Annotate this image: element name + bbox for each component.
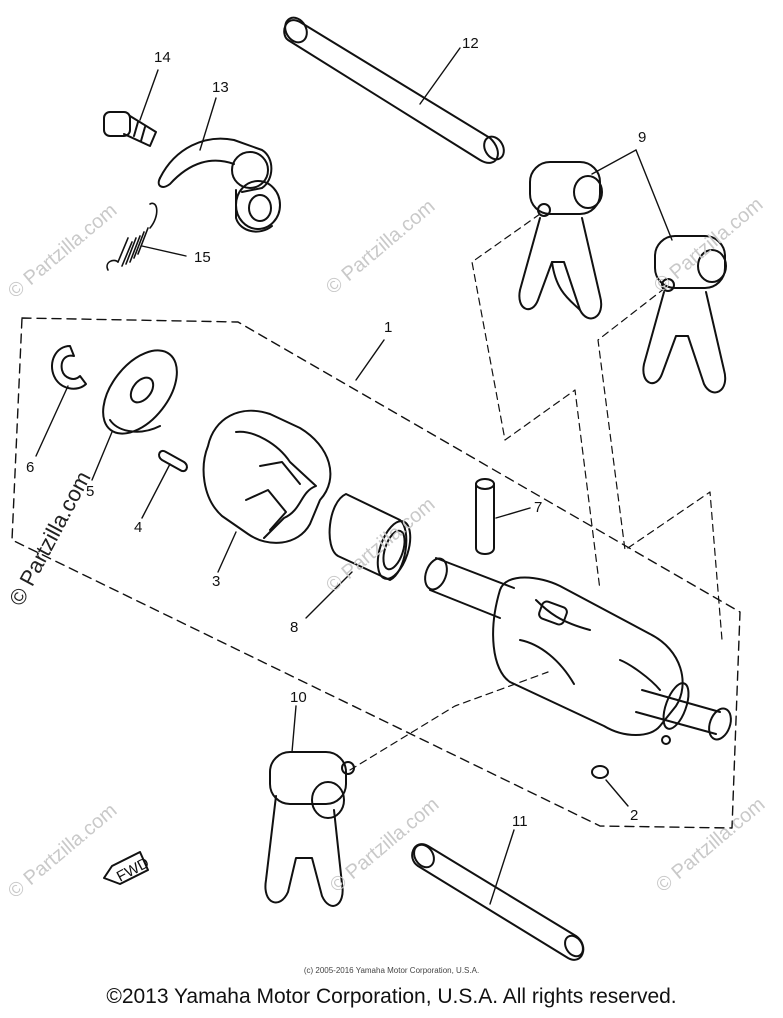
callout-4: 4 (134, 519, 142, 536)
shift-fork-9b (642, 235, 727, 394)
callout-10: 10 (290, 689, 307, 706)
callout-2: 2 (630, 807, 638, 824)
bearing-8 (328, 493, 412, 581)
circlip-6 (51, 345, 87, 390)
callout-11: 11 (512, 813, 528, 830)
spring-15 (106, 202, 158, 271)
shift-drum-1 (424, 557, 732, 745)
guide-lines (349, 213, 723, 771)
lever-13 (157, 137, 281, 233)
shaft-12 (283, 16, 505, 164)
callout-9: 9 (638, 129, 646, 146)
segment-3 (202, 409, 332, 544)
copyright: ©2013 Yamaha Motor Corporation, U.S.A. A… (106, 985, 677, 1008)
shift-fork-10 (264, 751, 355, 907)
shift-fork-9a (518, 161, 603, 320)
callout-13: 13 (212, 79, 229, 96)
fine-print: (c) 2005-2016 Yamaha Motor Corporation, … (303, 966, 480, 975)
callout-numbers: 14 13 12 15 9 1 6 5 4 7 3 8 10 2 11 FWD (26, 35, 646, 886)
callout-3: 3 (212, 573, 220, 590)
callout-7: 7 (534, 499, 542, 516)
callout-5: 5 (86, 483, 94, 500)
dowel-7 (475, 478, 495, 555)
assembly-boundary (11, 317, 741, 829)
pin-2 (591, 765, 609, 779)
washer-5 (102, 349, 178, 435)
pin-4 (158, 450, 188, 472)
callout-8: 8 (290, 619, 298, 636)
callout-15: 15 (194, 249, 211, 266)
leader-lines (35, 47, 673, 905)
callout-12: 12 (462, 35, 479, 52)
bolt-14 (103, 111, 157, 147)
fwd-arrow-icon (103, 851, 149, 885)
fwd-label: FWD (114, 854, 152, 885)
callout-1: 1 (384, 319, 392, 336)
callout-14: 14 (154, 49, 171, 66)
shaft-11 (411, 843, 585, 961)
callout-6: 6 (26, 459, 34, 476)
